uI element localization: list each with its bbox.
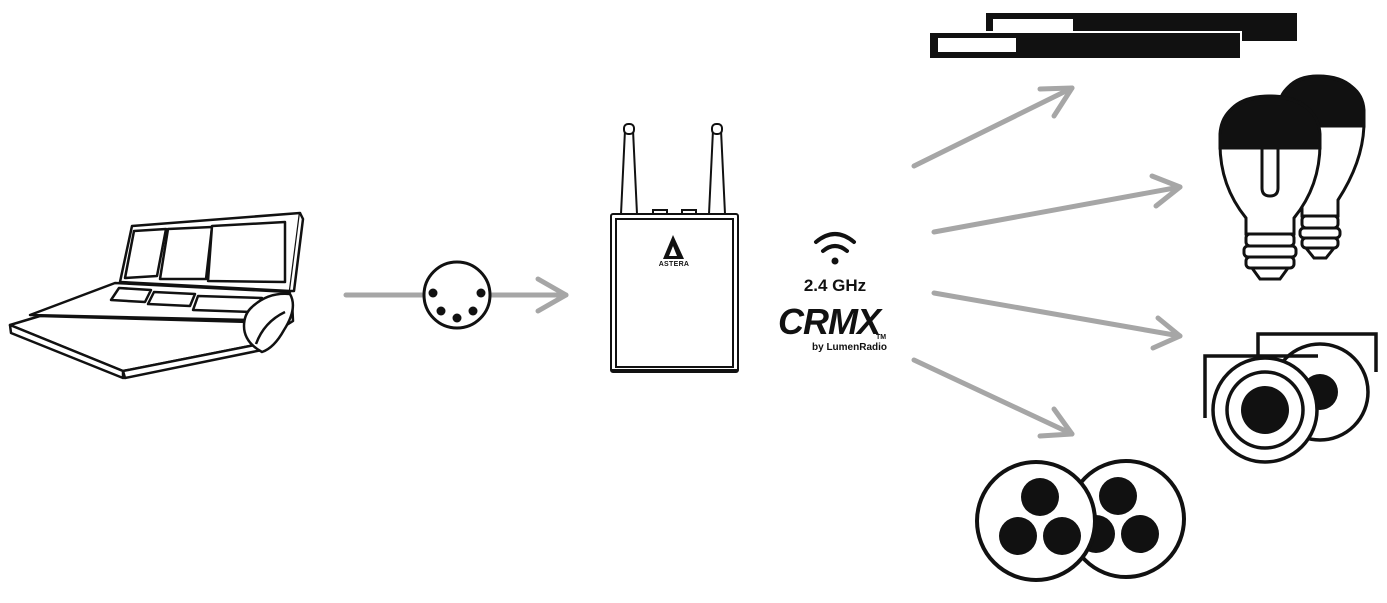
dmx-5pin-connector-icon (422, 260, 492, 330)
wifi-icon (814, 232, 856, 265)
arrow-to-tube-fixtures (911, 85, 1075, 169)
crmx-trademark: TM (876, 334, 887, 341)
led-bulb-fixtures-icon (1218, 74, 1366, 281)
wireless-transmitter-icon (610, 123, 739, 373)
led-tube-fixtures-icon (928, 13, 1297, 60)
astera-logo-icon (663, 235, 684, 259)
spot-fixtures-icon (1203, 332, 1378, 464)
arrow-to-bulb-fixtures (931, 173, 1183, 235)
crmx-byline: by LumenRadio (812, 342, 888, 353)
par-fixtures-icon (975, 459, 1186, 582)
arrow-to-spot-fixtures (931, 290, 1183, 351)
arrow-to-par-fixtures (911, 357, 1075, 439)
receiver-brand-label: ASTERA (658, 261, 690, 268)
lighting-console-icon (8, 211, 305, 380)
crmx-logo: CRMX (778, 301, 881, 342)
frequency-label: 2.4 GHz (803, 276, 867, 295)
